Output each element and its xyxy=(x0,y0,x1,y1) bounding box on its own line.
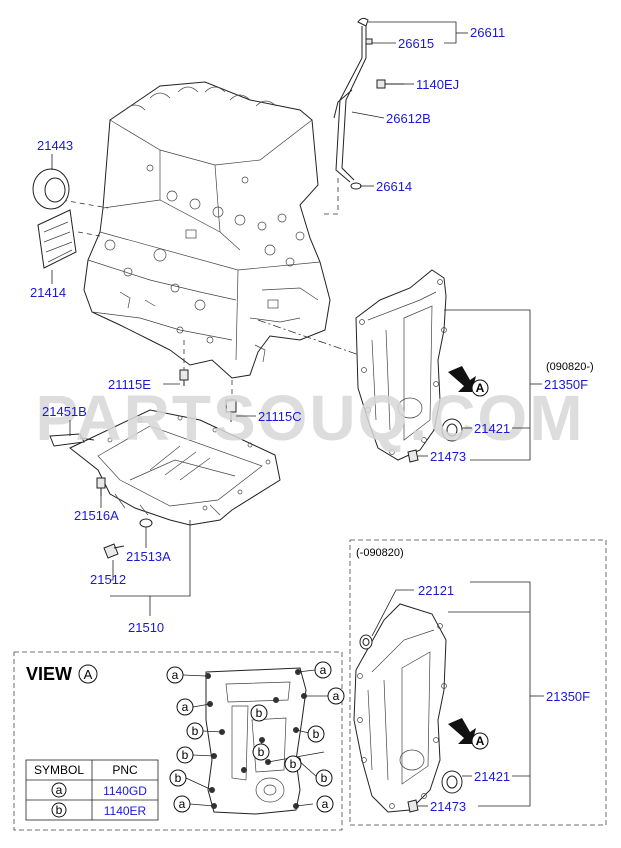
front-oil-seal-upper xyxy=(441,418,463,442)
svg-text:a: a xyxy=(179,797,186,811)
table-symbol-circle xyxy=(51,782,67,798)
label-21421-lower[interactable]: 21421 xyxy=(474,769,510,784)
callout-b: b xyxy=(250,704,268,722)
label-21510[interactable]: 21510 xyxy=(128,620,164,635)
callout-b: b xyxy=(252,743,270,761)
bolt-21115E xyxy=(179,369,189,386)
bolt-1140EJ xyxy=(376,79,404,89)
label-21513A[interactable]: 21513A xyxy=(126,549,171,564)
rear-seal-case xyxy=(37,209,77,269)
oil-dipstick xyxy=(333,17,404,190)
label-21512[interactable]: 21512 xyxy=(90,572,126,587)
label-21115C[interactable]: 21115C xyxy=(258,409,302,424)
view-arrow-top: A xyxy=(448,366,489,397)
svg-text:b: b xyxy=(256,706,263,720)
bolt-21516A xyxy=(96,477,106,496)
table-header-symbol: SYMBOL xyxy=(34,763,84,777)
label-21115E[interactable]: 21115E xyxy=(108,377,151,392)
label-26615[interactable]: 26615 xyxy=(398,36,434,51)
view-arrow-letter-bottom: A xyxy=(476,734,485,748)
timing-chain-cover-lower xyxy=(353,603,447,813)
label-21350F-lower[interactable]: 21350F xyxy=(546,689,590,704)
gasket-21513A xyxy=(139,518,153,528)
callout-a: a xyxy=(166,666,184,684)
callout-a: a xyxy=(316,795,334,813)
svg-text:b: b xyxy=(182,748,189,762)
callout-a: a xyxy=(176,698,194,716)
label-21516A[interactable]: 21516A xyxy=(74,508,119,523)
symbol-table: SYMBOL PNC a 1140GD b 1140ER xyxy=(25,759,159,821)
table-row-symbol: a xyxy=(56,783,63,797)
view-letter: A xyxy=(84,667,93,682)
label-21473-upper[interactable]: 21473 xyxy=(430,449,466,464)
timing-chain-cover-upper xyxy=(355,269,447,461)
watermark: PARTSOUQ.COM xyxy=(35,382,584,454)
view-arrow-letter: A xyxy=(476,381,485,395)
view-title: VIEW xyxy=(26,664,72,684)
view-letter-circle xyxy=(78,664,98,684)
table-symbol-circle xyxy=(51,802,67,818)
callout-b: b xyxy=(186,722,204,740)
table-row-symbol: b xyxy=(56,803,63,817)
svg-text:a: a xyxy=(182,700,189,714)
note-date-to: (-090820) xyxy=(356,547,404,559)
svg-text:a: a xyxy=(320,663,327,677)
label-1140EJ[interactable]: 1140EJ xyxy=(416,77,459,92)
label-22121[interactable]: 22121 xyxy=(418,583,454,598)
svg-text:b: b xyxy=(192,724,199,738)
svg-text:a: a xyxy=(322,797,329,811)
svg-text:a: a xyxy=(172,668,179,682)
svg-text:b: b xyxy=(313,727,320,741)
label-21414[interactable]: 21414 xyxy=(30,285,66,300)
view-a-panel: VIEW A xyxy=(13,651,345,831)
callout-b: b xyxy=(315,769,333,787)
callout-b: b xyxy=(169,769,187,787)
front-oil-seal-lower xyxy=(441,770,463,794)
bolt-21473-upper xyxy=(407,449,419,463)
callout-b: b xyxy=(176,746,194,764)
older-version-box xyxy=(349,539,607,826)
svg-text:b: b xyxy=(175,771,182,785)
callout-b: b xyxy=(284,755,302,773)
oil-pan xyxy=(69,409,281,526)
view-a-cover-drawing xyxy=(205,667,307,815)
callout-a: a xyxy=(314,661,332,679)
label-26614[interactable]: 26614 xyxy=(376,179,412,194)
rear-oil-seal xyxy=(32,168,70,210)
svg-text:b: b xyxy=(321,771,328,785)
svg-text:a: a xyxy=(333,689,340,703)
table-row-pnc[interactable]: 1140GD xyxy=(103,784,147,798)
note-date-from: (090820-) xyxy=(546,361,594,373)
leader-lines xyxy=(51,21,544,807)
label-21473-lower[interactable]: 21473 xyxy=(430,799,466,814)
drain-plug-21512 xyxy=(103,543,125,559)
gasket-22121 xyxy=(359,634,373,650)
callout-a: a xyxy=(173,795,191,813)
callout-b: b xyxy=(307,725,325,743)
label-21451B[interactable]: 21451B xyxy=(42,404,87,419)
svg-text:b: b xyxy=(258,745,265,759)
bolt-21473-lower xyxy=(407,799,419,813)
view-a-callouts: a a a a b b b a a b b b b b xyxy=(166,661,345,813)
view-arrow-bottom: A xyxy=(448,718,489,750)
label-26612B[interactable]: 26612B xyxy=(386,111,431,126)
label-21350F-upper[interactable]: 21350F xyxy=(544,377,588,392)
label-26611[interactable]: 26611 xyxy=(470,25,505,40)
engine-block xyxy=(83,81,331,379)
callout-a: a xyxy=(327,687,345,705)
svg-text:b: b xyxy=(290,757,297,771)
label-21421-upper[interactable]: 21421 xyxy=(474,421,510,436)
label-21443[interactable]: 21443 xyxy=(37,138,73,153)
table-header-pnc: PNC xyxy=(112,763,138,777)
table-row-pnc[interactable]: 1140ER xyxy=(104,804,147,818)
bolt-21115C xyxy=(225,399,237,422)
